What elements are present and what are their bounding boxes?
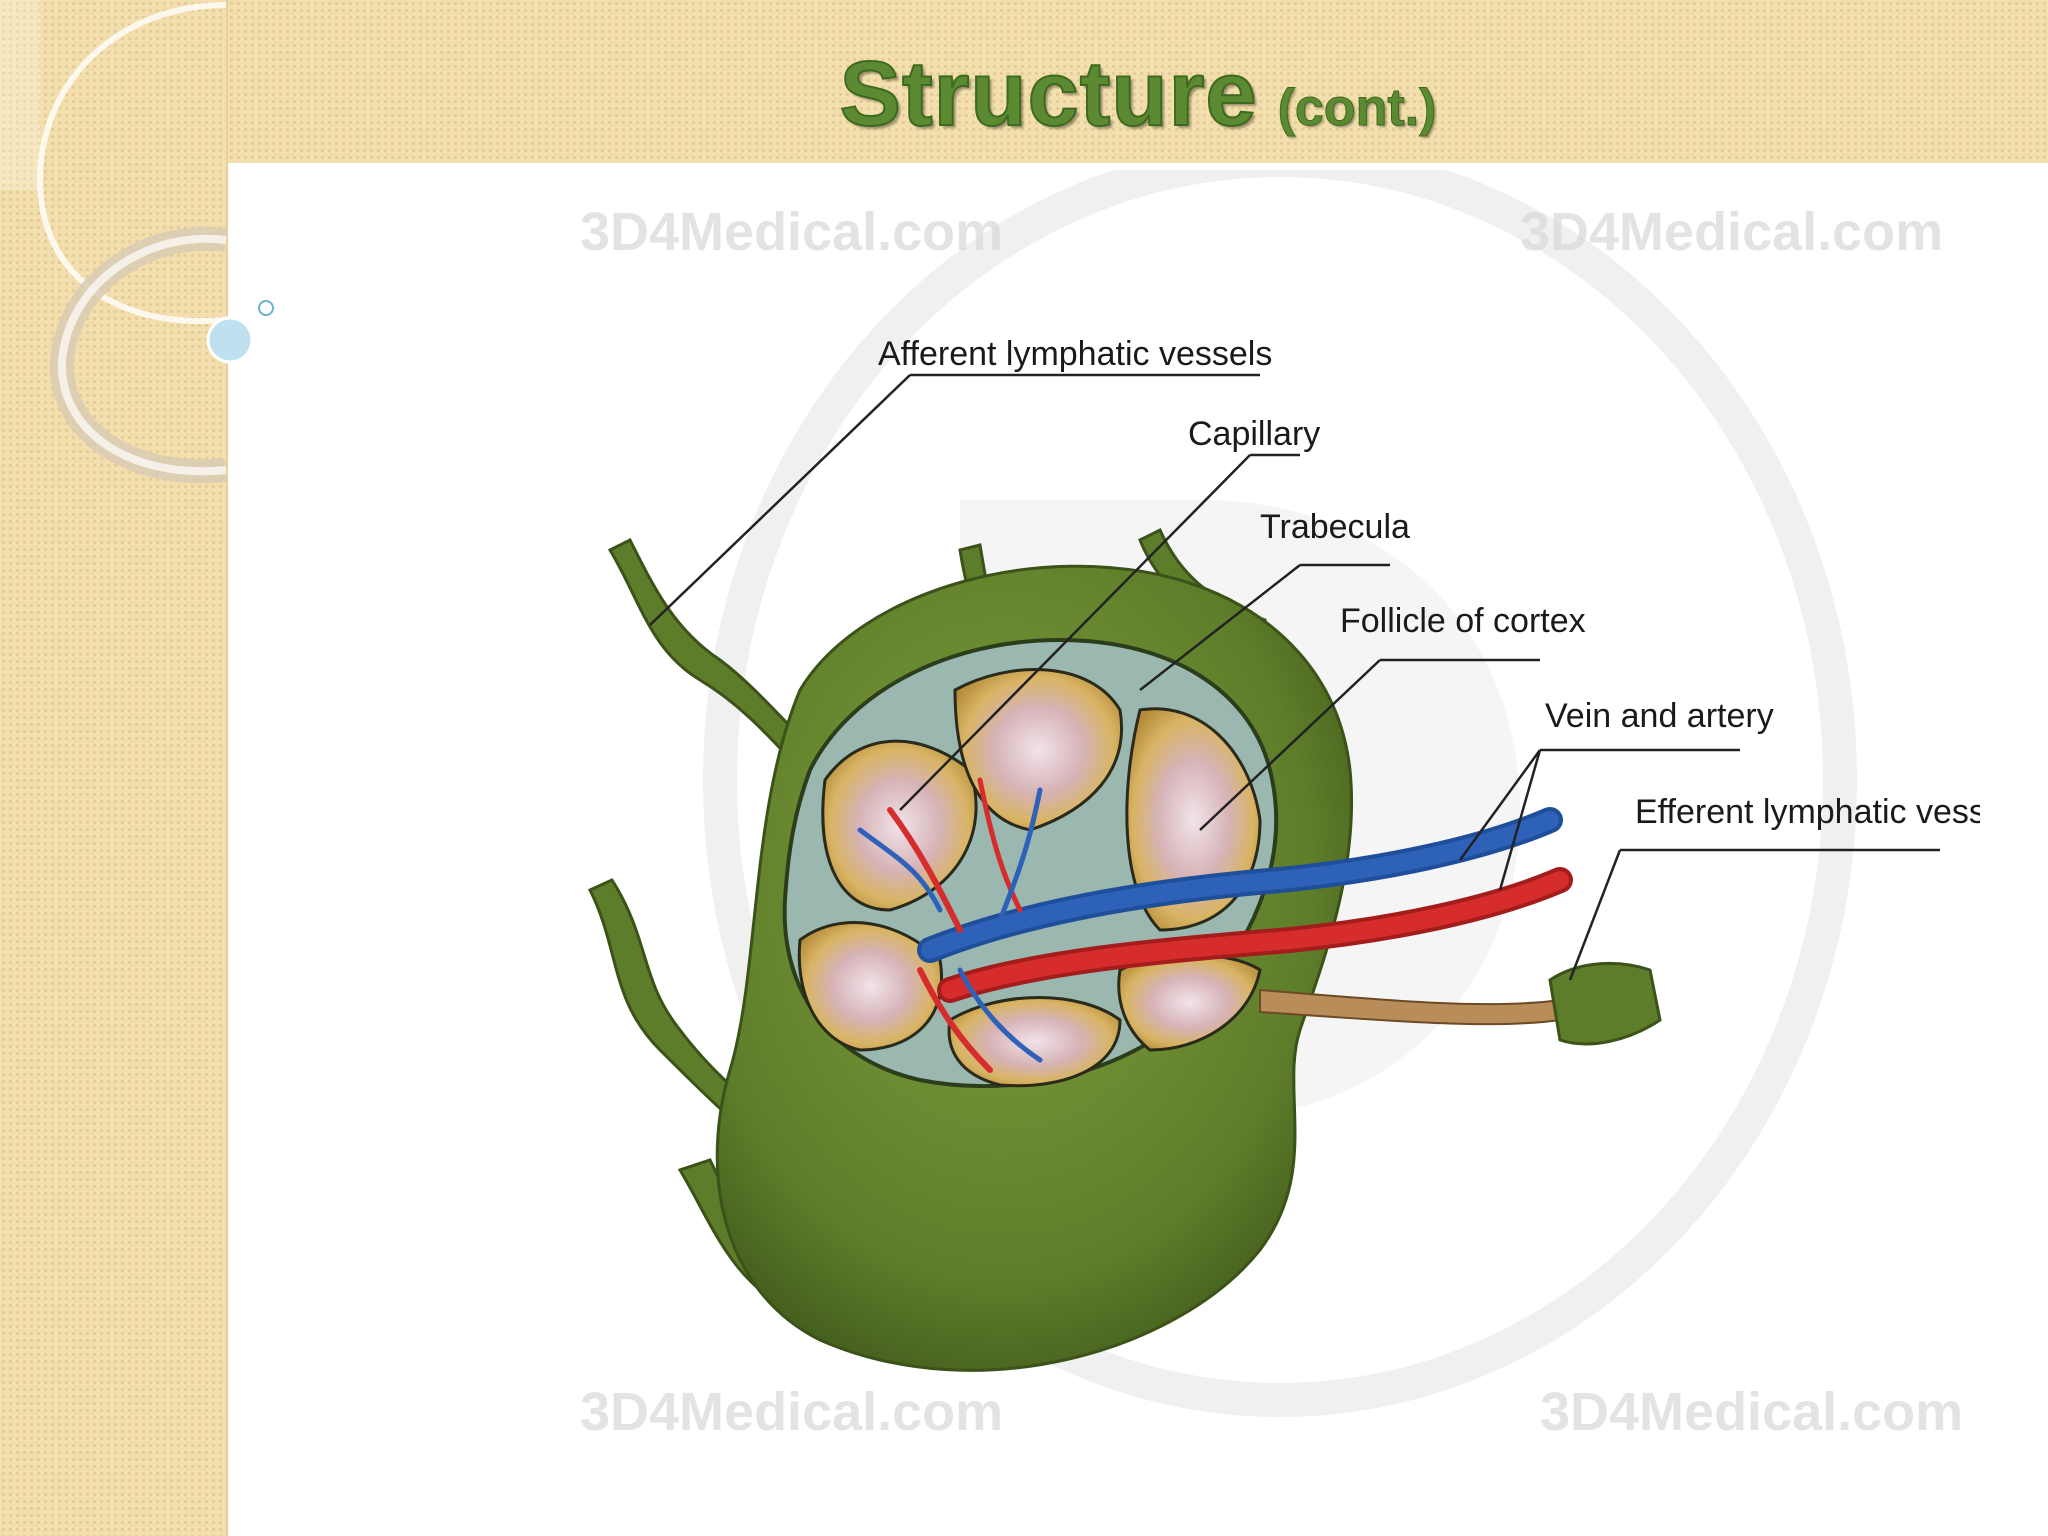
label-capillary: Capillary [1188, 415, 1320, 453]
lymph-node-diagram: 3D4Medical.com 3D4Medical.com 3D4Medical… [580, 170, 1980, 1442]
decorative-sidebar [0, 0, 228, 1536]
small-bubble-icon [258, 300, 274, 316]
slide-title: Structure (cont.) [228, 42, 2048, 147]
label-vein-and-artery: Vein and artery [1545, 697, 1774, 735]
svg-text:3D4Medical.com: 3D4Medical.com [1520, 202, 1943, 262]
title-main-text: Structure [839, 42, 1258, 146]
cut-section [782, 637, 1279, 1089]
label-afferent-lymphatic-vessels: Afferent lymphatic vessels [878, 335, 1272, 373]
svg-text:3D4Medical.com: 3D4Medical.com [580, 1382, 1003, 1442]
svg-text:3D4Medical.com: 3D4Medical.com [1540, 1382, 1963, 1442]
diagram-labels: Afferent lymphatic vessels Capillary Tra… [878, 335, 1980, 831]
title-suffix-text: (cont.) [1277, 79, 1437, 138]
title-bar: Structure (cont.) [228, 0, 2048, 163]
label-trabecula: Trabecula [1260, 508, 1410, 546]
label-efferent-lymphatic-vessel: Efferent lymphatic vessel [1635, 793, 1980, 831]
label-follicle-of-cortex: Follicle of cortex [1340, 602, 1586, 640]
efferent-vessel-graphic [1259, 962, 1662, 1046]
svg-text:3D4Medical.com: 3D4Medical.com [580, 202, 1003, 262]
leader-lines [649, 373, 1940, 981]
